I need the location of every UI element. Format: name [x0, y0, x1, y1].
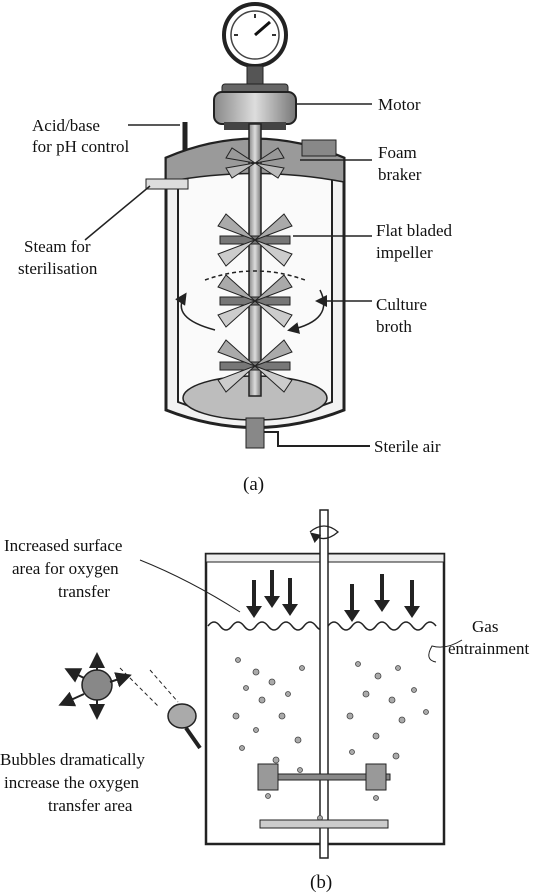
- label-gas-2: entrainment: [448, 639, 529, 658]
- label-bubbles-1: Bubbles dramatically: [0, 750, 145, 769]
- steam-pipe: [145, 178, 189, 190]
- label-impeller-2: impeller: [376, 243, 433, 262]
- sparger-b: [259, 819, 389, 829]
- panel-a: Motor Acid/base for pH control Foam brak…: [18, 2, 453, 495]
- label-acid-base-2: for pH control: [32, 137, 130, 156]
- air-pipe: [264, 431, 370, 447]
- motor: [213, 83, 297, 130]
- caption-a: (a): [243, 474, 264, 495]
- label-motor: Motor: [378, 95, 421, 114]
- label-steam-2: sterilisation: [18, 259, 98, 278]
- bubble-detail: [58, 652, 202, 750]
- label-gas-1: Gas: [472, 617, 498, 636]
- label-culture-1: Culture: [376, 295, 427, 314]
- label-impeller-1: Flat bladed: [376, 221, 453, 240]
- label-steam-1: Steam for: [24, 237, 91, 256]
- label-bubbles-2: increase the oxygen: [4, 773, 139, 792]
- impeller-3: [217, 339, 293, 393]
- label-acid-base-1: Acid/base: [32, 116, 100, 135]
- label-surface-2: area for oxygen: [12, 559, 119, 578]
- bubbles: [232, 657, 429, 821]
- label-sterile-air: Sterile air: [374, 437, 441, 456]
- label-foam-1: Foam: [378, 143, 417, 162]
- impeller-2: [217, 274, 293, 328]
- impeller-b: [257, 763, 391, 791]
- impeller-1: [217, 213, 293, 267]
- caption-b: (b): [310, 872, 332, 893]
- label-surface-3: transfer: [58, 582, 110, 601]
- panel-b: Increased surface area for oxygen transf…: [0, 509, 529, 893]
- agitator-shaft: [248, 123, 262, 397]
- shaft-b: [319, 509, 329, 859]
- pressure-gauge: [222, 2, 288, 85]
- rotation-arrow: [309, 525, 339, 543]
- foam-breaker: [225, 147, 285, 179]
- label-bubbles-3: transfer area: [48, 796, 133, 815]
- label-surface-1: Increased surface: [4, 536, 122, 555]
- label-foam-2: braker: [378, 165, 422, 184]
- label-culture-2: broth: [376, 317, 412, 336]
- oxygen-arrows: [246, 570, 420, 622]
